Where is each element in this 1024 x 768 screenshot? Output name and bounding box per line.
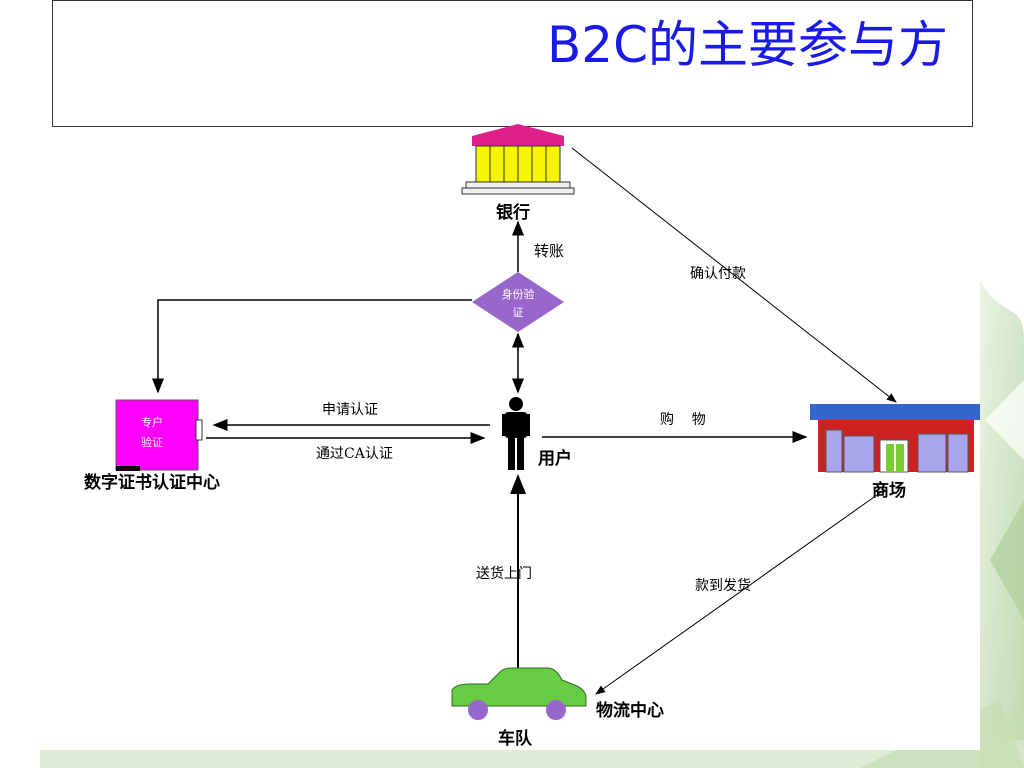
ca-icon-line1: 专户 [141,415,163,429]
bank-building-icon [461,124,575,195]
title-box: B2C的主要参与方 [52,0,973,127]
label-confirm-payment: 确认付款 [690,266,746,282]
node-fleet-label: 车队 [498,728,533,749]
label-pass-ca-cert: 通过CA认证 [316,446,393,462]
node-mall-label: 商场 [872,480,906,501]
storefront-icon [810,404,980,473]
node-user-label: 用户 [538,448,572,469]
label-shopping: 购 物 [660,412,706,428]
label-deliver-after-payment: 款到发货 [695,577,751,594]
label-door-delivery: 送货上门 [476,565,532,582]
edge-bank-to-mall [571,147,897,403]
edge-mall-to-logistics [595,489,885,695]
identity-check-line1: 身份验 [502,287,535,301]
identity-check-line2: 证 [513,306,524,319]
edge-diamond-to-ca [152,299,472,394]
node-logistics-label: 物流中心 [596,700,664,721]
slide-title: B2C的主要参与方 [546,16,948,74]
identity-check-node: 身份验 证 [472,272,564,332]
car-icon [451,667,587,720]
node-bank-label: 银行 [496,202,530,223]
ca-icon-line2: 验证 [141,435,163,449]
label-transfer: 转账 [534,242,564,260]
person-icon [502,397,530,470]
node-ca-center-label: 数字证书认证中心 [84,472,220,493]
label-apply-cert: 申请认证 [322,402,378,418]
certificate-box-icon: 专户 验证 [115,399,203,471]
